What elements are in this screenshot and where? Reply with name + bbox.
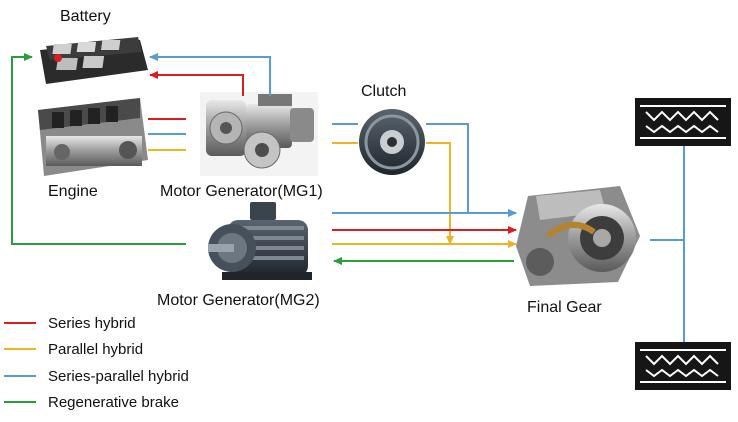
- arrow-mg2-to-battery-green: [11, 53, 186, 245]
- legend-swatch-series-parallel: [4, 375, 36, 377]
- engine-label: Engine: [48, 183, 98, 200]
- arrow-clutch-to-gear-blue: [426, 123, 517, 217]
- legend-label-series-parallel: Series-parallel hybrid: [48, 367, 189, 385]
- legend-swatch-series: [4, 322, 36, 324]
- mg2-label: Motor Generator(MG2): [157, 292, 320, 309]
- final-gear-icon: [516, 186, 640, 286]
- legend-item-series: Series hybrid: [4, 314, 136, 332]
- battery-pack-icon: [40, 37, 148, 84]
- motor-generator-mg1-icon: [200, 92, 318, 176]
- legend-label-parallel: Parallel hybrid: [48, 340, 144, 358]
- legend-swatch-regen: [4, 401, 36, 403]
- arrow-mg1-to-battery-red: [149, 71, 244, 96]
- tire-tread-icon: [635, 342, 731, 390]
- clutch-plate-icon: [359, 109, 425, 175]
- tire-tread-icon: [635, 98, 731, 146]
- battery-label: Battery: [60, 8, 111, 25]
- legend-item-parallel: Parallel hybrid: [4, 340, 143, 358]
- mg1-label: Motor Generator(MG1): [160, 183, 323, 200]
- legend-item-regen: Regenerative brake: [4, 393, 179, 411]
- flow-arrows: [11, 53, 517, 265]
- legend-item-series-parallel: Series-parallel hybrid: [4, 367, 189, 385]
- motor-generator-mg2-icon: [208, 202, 312, 280]
- legend-label-regen: Regenerative brake: [48, 393, 179, 411]
- arrow-mg1-to-battery-blue: [149, 53, 271, 96]
- arrow-clutch-down-yellow: [426, 142, 454, 245]
- clutch-label: Clutch: [361, 83, 407, 100]
- engine-block-icon: [38, 98, 148, 176]
- axle-connector: [650, 146, 685, 342]
- final-gear-label: Final Gear: [527, 299, 602, 316]
- legend-swatch-parallel: [4, 348, 36, 350]
- legend-label-series: Series hybrid: [48, 314, 136, 332]
